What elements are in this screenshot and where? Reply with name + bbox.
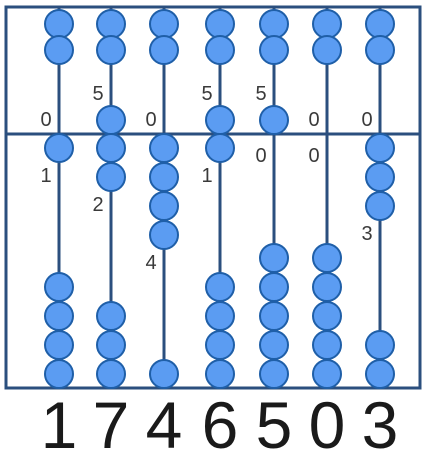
digit-3: 4 [137,392,191,458]
heaven-value-label: 0 [308,109,319,131]
earth-value-label: 3 [361,223,372,245]
earth-bead-active [150,192,178,220]
abacus-frame [6,7,420,388]
earth-bead-active [45,134,73,162]
heaven-bead [150,36,178,64]
earth-bead-active [97,163,125,191]
heaven-bead [206,36,234,64]
earth-bead [313,244,341,272]
heaven-bead [313,36,341,64]
digit-7: 3 [353,392,407,458]
earth-bead [366,360,394,388]
earth-value-label: 2 [92,194,103,216]
earth-bead [313,331,341,359]
digit-2: 7 [84,392,138,458]
earth-bead-active [97,134,125,162]
earth-value-label: 1 [40,165,51,187]
digit-4: 6 [193,392,247,458]
earth-bead [150,360,178,388]
digit-6: 0 [300,392,354,458]
earth-bead [366,331,394,359]
heaven-bead [313,10,341,38]
heaven-bead-active [260,106,288,134]
heaven-value-label: 5 [92,83,103,105]
earth-bead-active [366,192,394,220]
heaven-bead [260,10,288,38]
earth-bead [206,273,234,301]
heaven-bead [97,36,125,64]
earth-value-label: 4 [145,252,156,274]
earth-bead-active [150,134,178,162]
earth-bead [260,360,288,388]
earth-bead [97,302,125,330]
earth-bead [45,273,73,301]
earth-bead [313,273,341,301]
heaven-value-label: 5 [255,83,266,105]
earth-bead-active [366,163,394,191]
earth-bead [206,302,234,330]
earth-bead [45,331,73,359]
earth-bead [206,360,234,388]
earth-bead [97,360,125,388]
earth-bead [206,331,234,359]
heaven-bead-active [206,106,234,134]
heaven-value-label: 5 [201,83,212,105]
digit-5: 5 [247,392,301,458]
heaven-bead [366,36,394,64]
heaven-value-label: 0 [40,109,51,131]
heaven-value-label: 0 [145,109,156,131]
earth-bead [45,302,73,330]
earth-bead [45,360,73,388]
earth-value-label: 0 [308,145,319,167]
digit-1: 1 [32,392,86,458]
heaven-bead [260,36,288,64]
earth-bead [260,244,288,272]
heaven-bead-active [97,106,125,134]
earth-bead [260,273,288,301]
earth-bead [313,360,341,388]
heaven-bead [150,10,178,38]
heaven-bead [45,36,73,64]
earth-bead-active [366,134,394,162]
earth-value-label: 0 [255,145,266,167]
heaven-bead [206,10,234,38]
earth-bead-active [150,163,178,191]
earth-bead-active [150,221,178,249]
heaven-bead [45,10,73,38]
earth-value-label: 1 [201,165,212,187]
heaven-bead [97,10,125,38]
heaven-bead [366,10,394,38]
earth-bead [313,302,341,330]
earth-bead [260,302,288,330]
heaven-value-label: 0 [361,109,372,131]
earth-bead [97,331,125,359]
earth-bead [260,331,288,359]
earth-bead-active [206,134,234,162]
